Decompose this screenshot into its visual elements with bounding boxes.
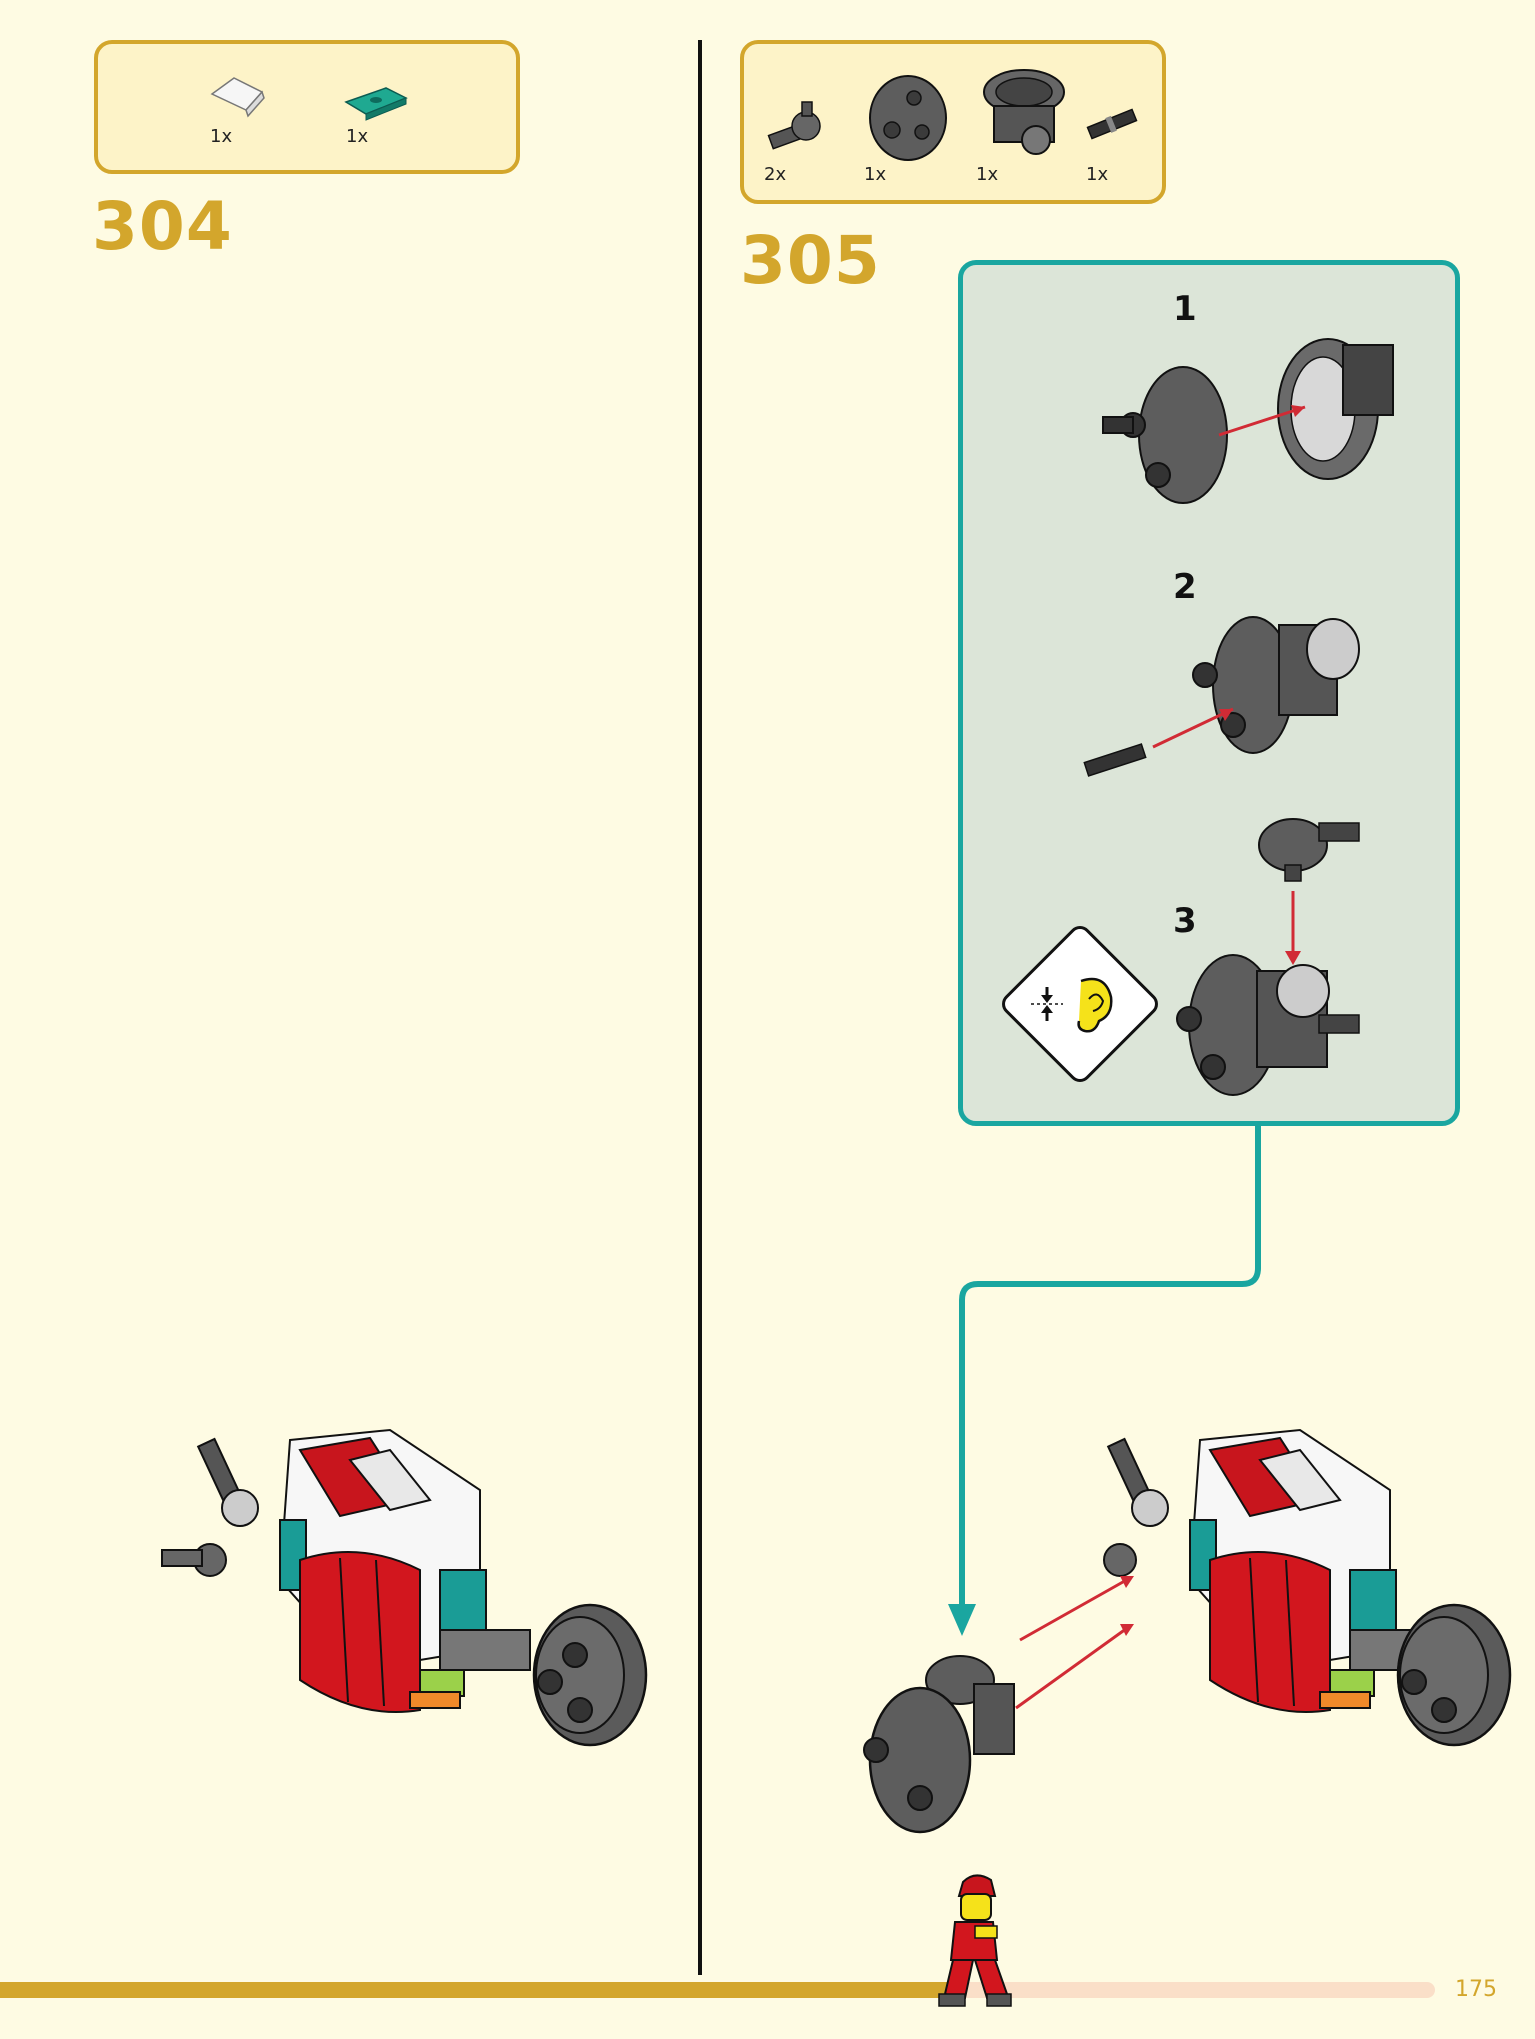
part-qty: 2x bbox=[764, 164, 787, 185]
part-qty: 1x bbox=[864, 164, 887, 185]
sub-assembly-panel: 1 2 3 bbox=[958, 260, 1460, 1126]
wheel-hub-icon bbox=[983, 69, 1065, 155]
sub-step-number: 2 bbox=[1173, 567, 1197, 607]
bike-model-illustration bbox=[161, 1428, 648, 1747]
step-number-304: 304 bbox=[92, 188, 233, 265]
axle-pin-icon bbox=[1086, 108, 1138, 140]
teal-tile-icon bbox=[344, 87, 408, 121]
part-qty: 1x bbox=[210, 126, 233, 147]
axle-connector-icon bbox=[767, 101, 821, 150]
sub-step-2-illustration bbox=[1083, 616, 1360, 777]
part-qty: 1x bbox=[346, 126, 369, 147]
part-qty: 1x bbox=[976, 164, 999, 185]
white-slope-tile-icon bbox=[210, 77, 265, 118]
bike-model-with-wheel-illustration bbox=[863, 1428, 1512, 1834]
sub-step-number: 1 bbox=[1173, 289, 1197, 329]
sub-step-1-illustration bbox=[1102, 338, 1394, 504]
minifigure-mascot-icon bbox=[938, 1874, 1012, 2007]
sub-step-3-illustration bbox=[1176, 818, 1360, 1096]
round-plate-icon bbox=[869, 75, 947, 161]
click-sound-hint-icon bbox=[1002, 926, 1158, 1082]
progress-bar-track bbox=[960, 1982, 1435, 1998]
step-number-305: 305 bbox=[740, 222, 881, 299]
parts-box-304: 1x 1x bbox=[94, 40, 520, 174]
progress-bar-fill bbox=[0, 1982, 960, 1998]
page-number: 175 bbox=[1455, 1977, 1497, 2002]
part-qty: 1x bbox=[1086, 164, 1109, 185]
page-divider bbox=[698, 40, 702, 1975]
parts-box-305: 2x 1x 1x 1x bbox=[740, 40, 1166, 204]
sub-step-number: 3 bbox=[1173, 901, 1197, 941]
